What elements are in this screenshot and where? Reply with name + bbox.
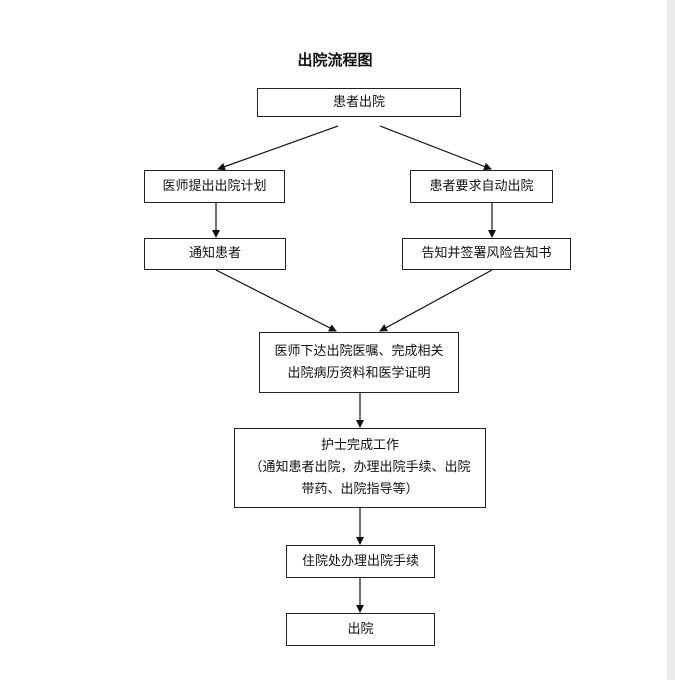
node-discharged: 出院 [286,613,435,646]
node-label: 患者出院 [332,94,385,110]
node-admissions-office-checkout: 住院处办理出院手续 [286,545,435,578]
node-label: 患者要求自动出院 [429,178,534,194]
arrow-start-to-request [379,125,492,171]
page-edge-gutter [667,0,675,680]
node-nurse-tasks: 护士完成工作 （通知患者出院，办理出院手续、出院 带药、出院指导等） [234,428,486,508]
node-patient-self-discharge-request: 患者要求自动出院 [410,170,553,203]
node-label-line-1: 医师下达出院医嘱、完成相关 [274,343,444,359]
node-label: 通知患者 [188,246,241,261]
arrow-risk-to-orders [379,269,493,332]
node-label: 住院处办理出院手续 [301,553,419,569]
node-label: 告知并签署风险告知书 [421,246,552,261]
node-label-line-3: 带药、出院指导等） [301,482,419,497]
node-patient-discharge: 患者出院 [257,88,461,117]
node-sign-risk-notice: 告知并签署风险告知书 [402,238,571,270]
node-label-line-1: 护士完成工作 [320,438,399,453]
node-doctor-orders-and-records: 医师下达出院医嘱、完成相关 出院病历资料和医学证明 [259,332,459,393]
node-label-line-2: （通知患者出院，办理出院手续、出院 [249,460,471,475]
node-doctor-discharge-plan: 医师提出出院计划 [144,170,285,203]
node-label-line-2: 出院病历资料和医学证明 [287,365,431,381]
node-notify-patient: 通知患者 [144,238,286,270]
arrow-start-to-plan [217,125,339,171]
node-label: 医师提出出院计划 [162,178,267,194]
page-title: 出院流程图 [297,51,373,69]
arrow-notify-to-orders [215,269,337,332]
node-label: 出院 [347,621,374,637]
